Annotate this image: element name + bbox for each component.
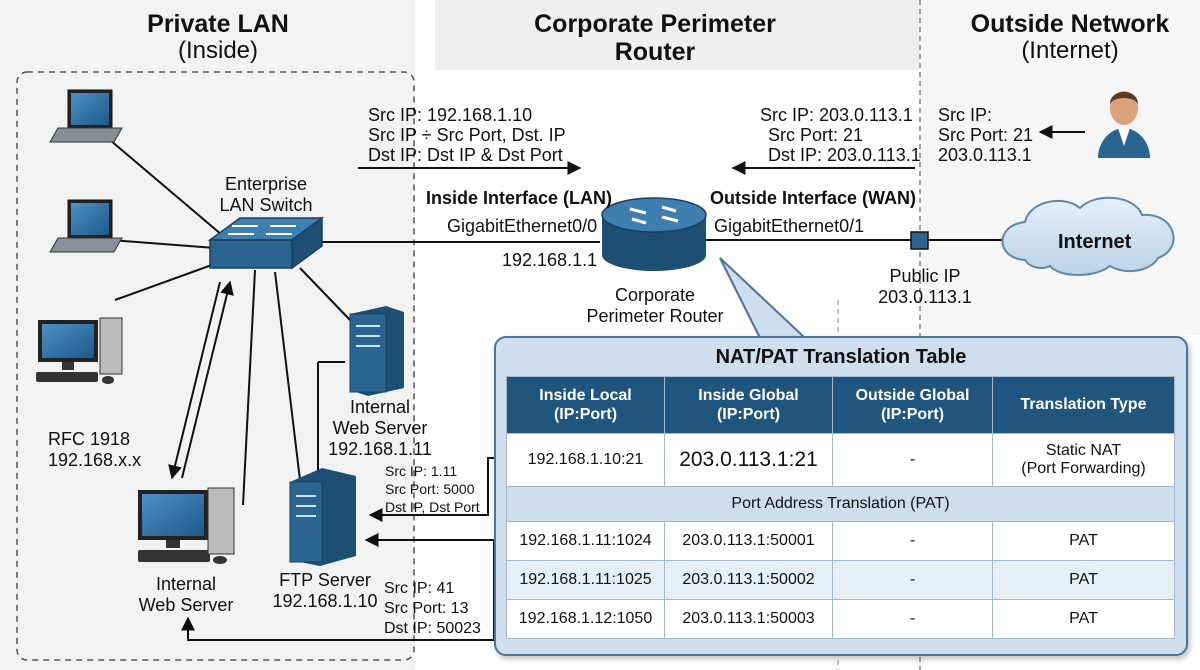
cell-translation-type: PAT <box>992 560 1175 600</box>
ftp-server-icon <box>289 468 356 566</box>
laptop-icon <box>49 89 123 143</box>
wan-port-icon <box>910 231 929 250</box>
lan-cables <box>109 139 1010 506</box>
enterprise-switch-icon <box>207 216 325 270</box>
column-header-inside-local: Inside Local(IP:Port) <box>506 376 665 434</box>
switch-label-line2: LAN Switch <box>219 195 313 215</box>
column-header-inside-global: Inside Global(IP:Port) <box>664 376 833 434</box>
switch-label-line1: Enterprise <box>224 174 308 194</box>
nat-table-panel: NAT/PAT Translation Table Inside Local(I… <box>494 336 1188 656</box>
upper-web-server-ip: 192.168.1.11 <box>328 439 432 459</box>
outside-zone-bg <box>920 0 1200 335</box>
nat-table-title: NAT/PAT Translation Table <box>715 346 967 368</box>
table-section-row: Port Address Translation (PAT) <box>506 486 1175 522</box>
router-label-line1: Corporate <box>614 285 696 305</box>
table-row: 192.168.1.10:21 203.0.113.1:21 - Static … <box>506 433 1175 487</box>
pat-section-label: Port Address Translation (PAT) <box>506 486 1175 522</box>
private-lan-subtitle: (Inside) <box>177 37 259 64</box>
cell-translation-type: Static NAT(Port Forwarding) <box>992 433 1175 487</box>
cell-inside-global: 203.0.113.1:21 <box>664 433 833 487</box>
upper-web-server-label-line2: Web Server <box>332 418 428 438</box>
cell-inside-local: 192.168.1.11:1024 <box>506 521 665 561</box>
router-label-line2: Perimeter Router <box>586 306 724 326</box>
private-lan-boundary <box>16 71 415 661</box>
lower-web-server-label-line2: Web Server <box>138 595 234 615</box>
cell-outside-global: - <box>832 433 993 487</box>
lower-web-server-label-line1: Internal <box>155 574 217 594</box>
inbound-packet-line: Src IP: 203.0.113.1 <box>760 105 913 125</box>
outside-interface-name: GigabitEthernet0/1 <box>714 216 865 236</box>
outbound-packet-line: Src IP ÷ Src Port, Dst. IP <box>368 125 566 145</box>
user-icon <box>1098 91 1150 158</box>
user-packet-line: Src Port: 21 <box>938 125 1034 145</box>
cell-inside-local: 192.168.1.11:1025 <box>506 560 665 600</box>
router-zone-header-bg <box>435 0 920 70</box>
cell-inside-global: 203.0.113.1:50002 <box>664 560 833 600</box>
internal-web-server-icon <box>349 306 404 396</box>
inbound-packet-line: Dst IP: 203.0.113.1 <box>768 145 921 165</box>
outbound-packet-line: Dst IP: Dst IP & Dst Port <box>368 145 563 165</box>
private-lan-title: Private LAN <box>147 10 289 38</box>
column-header-translation-type: Translation Type <box>992 376 1175 434</box>
router-title-line1: Corporate Perimeter <box>534 10 776 38</box>
inside-interface-ip: 192.168.1.1 <box>502 250 598 270</box>
inside-interface-label: Inside Interface (LAN) <box>426 188 613 208</box>
outside-network-title: Outside Network <box>970 10 1170 38</box>
outside-network-subtitle: (Internet) <box>1021 37 1119 64</box>
upper-web-server-label-line1: Internal <box>349 397 411 417</box>
cell-outside-global: - <box>832 521 993 561</box>
inbound-packet-line: Src Port: 21 <box>768 125 864 145</box>
table-header-row: Inside Local(IP:Port) Inside Global(IP:P… <box>506 376 1175 434</box>
outside-interface-label: Outside Interface (WAN) <box>710 188 917 208</box>
cell-inside-local: 192.168.1.12:1050 <box>506 599 665 639</box>
ftp-packet-line: Src Port: 5000 <box>385 481 475 497</box>
switch-to-web-arrow <box>168 281 221 480</box>
internet-label: Internet <box>1058 231 1132 253</box>
web-to-switch-arrow <box>181 280 234 479</box>
cell-outside-global: - <box>832 560 993 600</box>
column-header-outside-global: Outside Global(IP:Port) <box>832 376 993 434</box>
cell-translation-type: PAT <box>992 521 1175 561</box>
table-row: 192.168.1.11:1024 203.0.113.1:50001 - PA… <box>506 521 1175 561</box>
user-packet-line: Src IP: <box>938 105 993 125</box>
outbound-packet-line: Src IP: 192.168.1.10 <box>368 105 533 125</box>
ftp-server-ip: 192.168.1.10 <box>272 591 378 611</box>
web-packet-line: Src Port: 13 <box>384 600 469 617</box>
router-icon <box>601 197 707 271</box>
router-title-line2: Router <box>614 38 696 66</box>
ftp-server-label: FTP Server <box>279 570 371 590</box>
public-ip-label: Public IP <box>889 266 961 286</box>
table-row: 192.168.1.12:1050 203.0.113.1:50003 - PA… <box>506 599 1175 639</box>
web-packet-line: Src IP: 41 <box>384 580 455 597</box>
cell-inside-global: 203.0.113.1:50001 <box>664 521 833 561</box>
internal-web-server-desktop-icon <box>138 487 235 564</box>
internet-cloud-icon <box>1001 196 1175 276</box>
public-ip-value: 203.0.113.1 <box>878 287 972 307</box>
rfc-label-line1: RFC 1918 <box>48 429 131 449</box>
desktop-computer-icon <box>36 317 123 384</box>
nat-translation-table: Inside Local(IP:Port) Inside Global(IP:P… <box>506 376 1175 639</box>
ftp-packet-line: Dst IP, Dst Port <box>385 499 480 515</box>
cell-translation-type: PAT <box>992 599 1175 639</box>
cell-inside-local: 192.168.1.10:21 <box>506 433 665 487</box>
cell-inside-global: 203.0.113.1:50003 <box>664 599 833 639</box>
inside-interface-name: GigabitEthernet0/0 <box>447 216 598 236</box>
cell-outside-global: - <box>832 599 993 639</box>
table-row: 192.168.1.11:1025 203.0.113.1:50002 - PA… <box>506 560 1175 600</box>
rfc-label-line2: 192.168.x.x <box>48 450 142 470</box>
laptop-icon <box>49 199 123 253</box>
web-packet-line: Dst IP: 50023 <box>384 620 481 637</box>
ftp-packet-line: Src IP: 1.11 <box>385 463 458 479</box>
user-packet-line: 203.0.113.1 <box>938 145 1032 165</box>
